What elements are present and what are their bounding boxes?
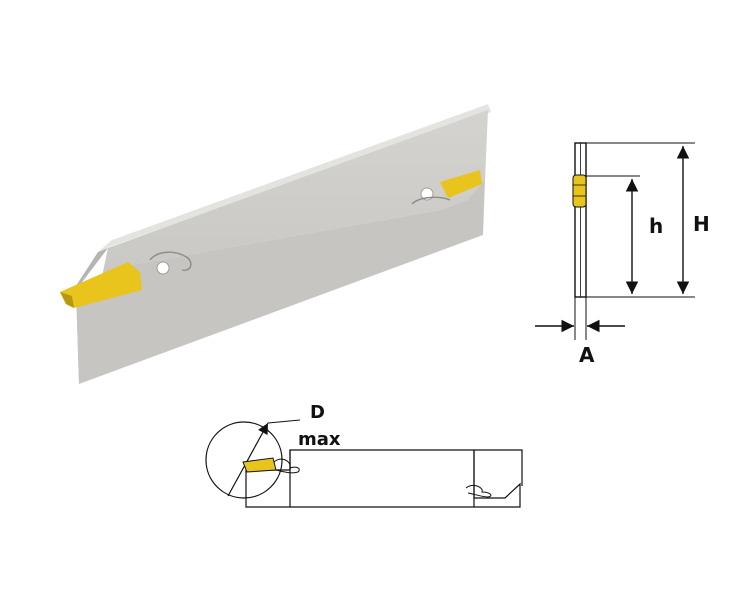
top-view: D max <box>205 402 523 508</box>
blade-3d-view <box>60 104 491 384</box>
top-clamp-slot-right <box>465 485 492 498</box>
blade-face <box>76 110 488 384</box>
insert-left-shade <box>60 292 74 308</box>
keyhole-left-slot <box>149 251 192 272</box>
label-H: H <box>693 212 710 236</box>
dim-D-leader <box>267 419 301 424</box>
blade-left-chamfer <box>72 248 108 292</box>
top-blade-outline <box>245 449 523 508</box>
dim-D-line <box>227 422 269 497</box>
side-insert <box>572 174 587 208</box>
insert-right <box>440 170 482 198</box>
label-D: D <box>310 402 325 423</box>
keyhole-right-slot <box>411 196 451 205</box>
label-max: max <box>298 429 341 450</box>
blade-face-lower <box>76 180 485 384</box>
insert-left <box>60 262 142 308</box>
workpiece-circle <box>205 421 283 499</box>
keyhole-left <box>156 261 170 275</box>
label-h: h <box>649 214 663 238</box>
label-A: A <box>579 343 595 367</box>
blade-top-edge <box>98 104 491 252</box>
side-view: H h A <box>535 142 710 367</box>
top-clamp-slot <box>273 458 300 474</box>
